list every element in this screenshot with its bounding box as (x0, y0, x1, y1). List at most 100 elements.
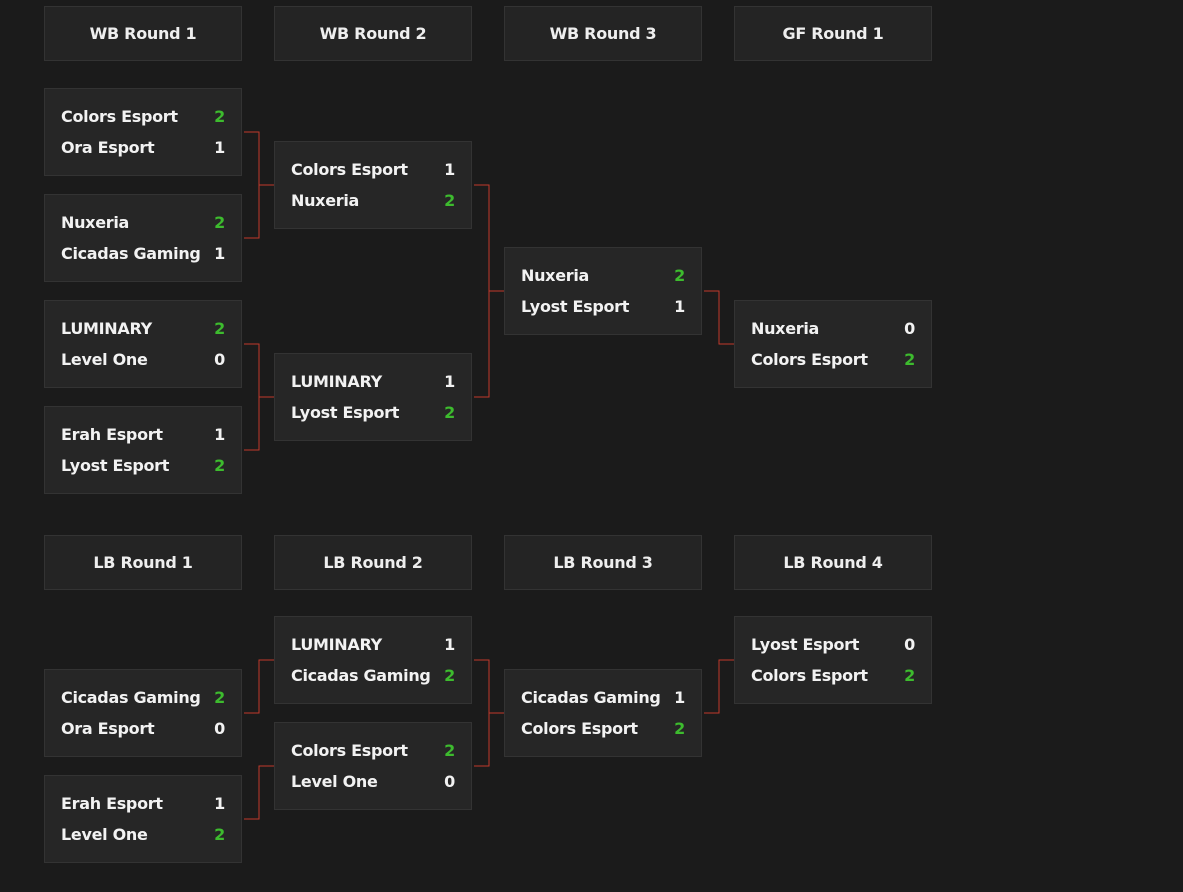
team-score: 2 (674, 718, 685, 738)
connector-lb-r1-m1 (244, 659, 274, 714)
team-score: 0 (444, 771, 455, 791)
team-name: LUMINARY (291, 634, 382, 654)
team-row: Lyost Esport 1 (521, 294, 685, 318)
team-score: 0 (214, 718, 225, 738)
team-row: Colors Esport 2 (751, 663, 915, 687)
team-name: Colors Esport (291, 159, 408, 179)
match-card-lb-r3-m1[interactable]: Cicadas Gaming 1 Colors Esport 2 (504, 669, 702, 757)
match-card-gf-r1-m1[interactable]: Nuxeria 0 Colors Esport 2 (734, 300, 932, 388)
team-score: 2 (214, 687, 225, 707)
team-row: Nuxeria 0 (751, 316, 915, 340)
connector-lb-r1-m2 (244, 765, 274, 820)
connector-lb-r2 (474, 659, 490, 767)
team-row: Cicadas Gaming 1 (521, 685, 685, 709)
team-row: Colors Esport 2 (751, 347, 915, 371)
team-score: 2 (214, 455, 225, 475)
round-header-wb-round-1: WB Round 1 (44, 6, 242, 61)
team-score: 0 (214, 349, 225, 369)
team-row: Cicadas Gaming 2 (291, 663, 455, 687)
team-row: Colors Esport 2 (291, 738, 455, 762)
team-name: LUMINARY (61, 318, 152, 338)
team-row: Ora Esport 1 (61, 135, 225, 159)
team-name: Ora Esport (61, 137, 155, 157)
team-name: Cicadas Gaming (521, 687, 661, 707)
round-header-lb-round-4: LB Round 4 (734, 535, 932, 590)
team-name: Nuxeria (751, 318, 820, 338)
match-card-lb-r2-m1[interactable]: LUMINARY 1 Cicadas Gaming 2 (274, 616, 472, 704)
round-header-wb-round-3: WB Round 3 (504, 6, 702, 61)
team-row: Cicadas Gaming 2 (61, 685, 225, 709)
match-card-lb-r1-m1[interactable]: Cicadas Gaming 2 Ora Esport 0 (44, 669, 242, 757)
team-name: LUMINARY (291, 371, 382, 391)
team-name: Level One (61, 349, 148, 369)
team-name: Colors Esport (751, 665, 868, 685)
team-score: 2 (444, 190, 455, 210)
match-card-wb-r1-m1[interactable]: Colors Esport 2 Ora Esport 1 (44, 88, 242, 176)
team-name: Lyost Esport (751, 634, 860, 654)
match-card-lb-r4-m1[interactable]: Lyost Esport 0 Colors Esport 2 (734, 616, 932, 704)
team-score: 2 (444, 402, 455, 422)
team-row: Ora Esport 0 (61, 716, 225, 740)
team-score: 2 (214, 106, 225, 126)
team-score: 0 (904, 634, 915, 654)
team-row: Nuxeria 2 (521, 263, 685, 287)
team-row: Erah Esport 1 (61, 422, 225, 446)
team-row: Erah Esport 1 (61, 791, 225, 815)
team-score: 0 (904, 318, 915, 338)
team-score: 1 (214, 137, 225, 157)
team-score: 1 (444, 634, 455, 654)
team-row: LUMINARY 1 (291, 632, 455, 656)
connector-lb-r3-r4 (704, 659, 734, 714)
team-score: 1 (444, 159, 455, 179)
team-name: Colors Esport (521, 718, 638, 738)
team-row: Level One 0 (61, 347, 225, 371)
team-name: Colors Esport (291, 740, 408, 760)
match-card-wb-r2-m1[interactable]: Colors Esport 1 Nuxeria 2 (274, 141, 472, 229)
match-card-lb-r1-m2[interactable]: Erah Esport 1 Level One 2 (44, 775, 242, 863)
round-header-lb-round-2: LB Round 2 (274, 535, 472, 590)
team-row: Colors Esport 2 (61, 104, 225, 128)
team-row: LUMINARY 2 (61, 316, 225, 340)
team-row: LUMINARY 1 (291, 369, 455, 393)
team-score: 1 (214, 424, 225, 444)
team-name: Ora Esport (61, 718, 155, 738)
round-header-gf-round-1: GF Round 1 (734, 6, 932, 61)
team-score: 1 (214, 793, 225, 813)
team-row: Lyost Esport 2 (61, 453, 225, 477)
team-row: Level One 0 (291, 769, 455, 793)
team-score: 2 (214, 212, 225, 232)
round-header-wb-round-2: WB Round 2 (274, 6, 472, 61)
team-name: Nuxeria (291, 190, 360, 210)
match-card-wb-r1-m2[interactable]: Nuxeria 2 Cicadas Gaming 1 (44, 194, 242, 282)
team-score: 1 (674, 687, 685, 707)
round-header-lb-round-1: LB Round 1 (44, 535, 242, 590)
match-card-wb-r2-m2[interactable]: LUMINARY 1 Lyost Esport 2 (274, 353, 472, 441)
team-score: 1 (444, 371, 455, 391)
team-name: Lyost Esport (291, 402, 400, 422)
team-name: Cicadas Gaming (291, 665, 431, 685)
team-name: Colors Esport (61, 106, 178, 126)
match-card-wb-r1-m3[interactable]: LUMINARY 2 Level One 0 (44, 300, 242, 388)
connector-wb-r3-gf (704, 290, 734, 345)
team-row: Lyost Esport 2 (291, 400, 455, 424)
match-card-lb-r2-m2[interactable]: Colors Esport 2 Level One 0 (274, 722, 472, 810)
match-card-wb-r3-m1[interactable]: Nuxeria 2 Lyost Esport 1 (504, 247, 702, 335)
connector-wb-r1-m1 (244, 131, 260, 239)
team-name: Level One (291, 771, 378, 791)
connector-wb-r2 (474, 184, 490, 398)
team-name: Level One (61, 824, 148, 844)
match-card-wb-r1-m4[interactable]: Erah Esport 1 Lyost Esport 2 (44, 406, 242, 494)
team-name: Cicadas Gaming (61, 243, 201, 263)
team-name: Cicadas Gaming (61, 687, 201, 707)
team-row: Lyost Esport 0 (751, 632, 915, 656)
team-name: Lyost Esport (61, 455, 170, 475)
team-row: Colors Esport 1 (291, 157, 455, 181)
team-row: Nuxeria 2 (61, 210, 225, 234)
team-score: 2 (444, 740, 455, 760)
team-score: 2 (444, 665, 455, 685)
connector-wb-r1-m2 (244, 343, 260, 451)
team-name: Erah Esport (61, 793, 163, 813)
team-row: Nuxeria 2 (291, 188, 455, 212)
team-score: 2 (904, 665, 915, 685)
